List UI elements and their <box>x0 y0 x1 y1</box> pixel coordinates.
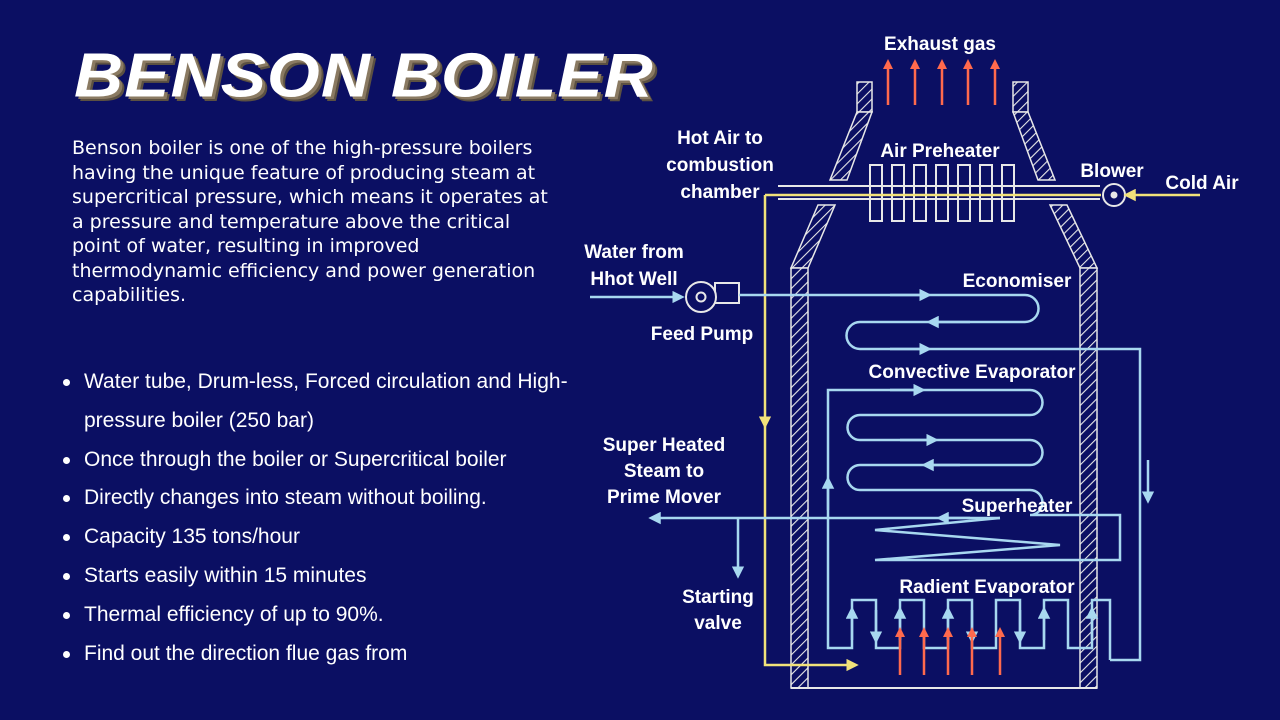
wall-chimney-right <box>1012 81 1029 113</box>
air-preheater <box>778 164 1100 222</box>
air-path <box>758 188 1200 672</box>
label-blower: Blower <box>1080 161 1144 182</box>
blower <box>1102 183 1126 207</box>
label-super-heated-line3: Prime Mover <box>607 487 722 508</box>
wall-hood-right <box>1011 111 1057 181</box>
label-convective-evaporator: Convective Evaporator <box>869 362 1077 383</box>
label-hot-air-line1: Hot Air to <box>677 128 763 149</box>
label-hot-air-line3: chamber <box>680 182 760 203</box>
slide-title: Benson Boiler <box>74 40 654 111</box>
label-water-from-line2: Hhot Well <box>590 269 677 290</box>
wall-left <box>790 267 809 689</box>
feature-item: Thermal efficiency of up to 90%. <box>62 596 582 635</box>
label-superheater: Superheater <box>962 496 1073 517</box>
feature-item: Directly changes into steam without boil… <box>62 479 582 518</box>
label-starting-line2: valve <box>694 613 742 634</box>
diagram-labels: Exhaust gas Hot Air to combustion chambe… <box>584 34 1239 634</box>
wall-taper-left <box>789 204 837 269</box>
label-super-heated-line2: Steam to <box>624 461 704 482</box>
intro-paragraph: Benson boiler is one of the high-pressur… <box>72 137 548 306</box>
feature-item: Capacity 135 tons/hour <box>62 518 582 557</box>
feature-item: Find out the direction flue gas from <box>62 635 582 674</box>
label-economiser: Economiser <box>963 271 1072 292</box>
label-radient-evaporator: Radient Evaporator <box>899 577 1075 598</box>
label-super-heated-line1: Super Heated <box>603 435 725 456</box>
label-water-from-line1: Water from <box>584 242 684 263</box>
feature-list: Water tube, Drum-less, Forced circulatio… <box>62 363 582 673</box>
flue-gas-arrows <box>883 59 1005 675</box>
benson-boiler-diagram: Exhaust gas Hot Air to combustion chambe… <box>584 34 1239 689</box>
label-air-preheater: Air Preheater <box>880 141 1000 162</box>
label-exhaust-gas: Exhaust gas <box>884 34 996 55</box>
wall-hood-left <box>828 111 874 181</box>
label-starting-line1: Starting <box>682 587 754 608</box>
wall-right <box>1079 267 1098 689</box>
label-cold-air: Cold Air <box>1165 173 1239 194</box>
boiler-walls <box>789 81 1099 689</box>
wall-taper-right <box>1048 204 1099 269</box>
feature-item: Once through the boiler or Supercritical… <box>62 441 582 480</box>
feed-pump <box>685 281 740 313</box>
label-feed-pump: Feed Pump <box>651 324 753 345</box>
wall-chimney-left <box>856 81 873 113</box>
water-circuit <box>590 288 1155 662</box>
feature-item: Water tube, Drum-less, Forced circulatio… <box>62 363 582 441</box>
label-hot-air-line2: combustion <box>666 155 774 176</box>
feature-item: Starts easily within 15 minutes <box>62 557 582 596</box>
